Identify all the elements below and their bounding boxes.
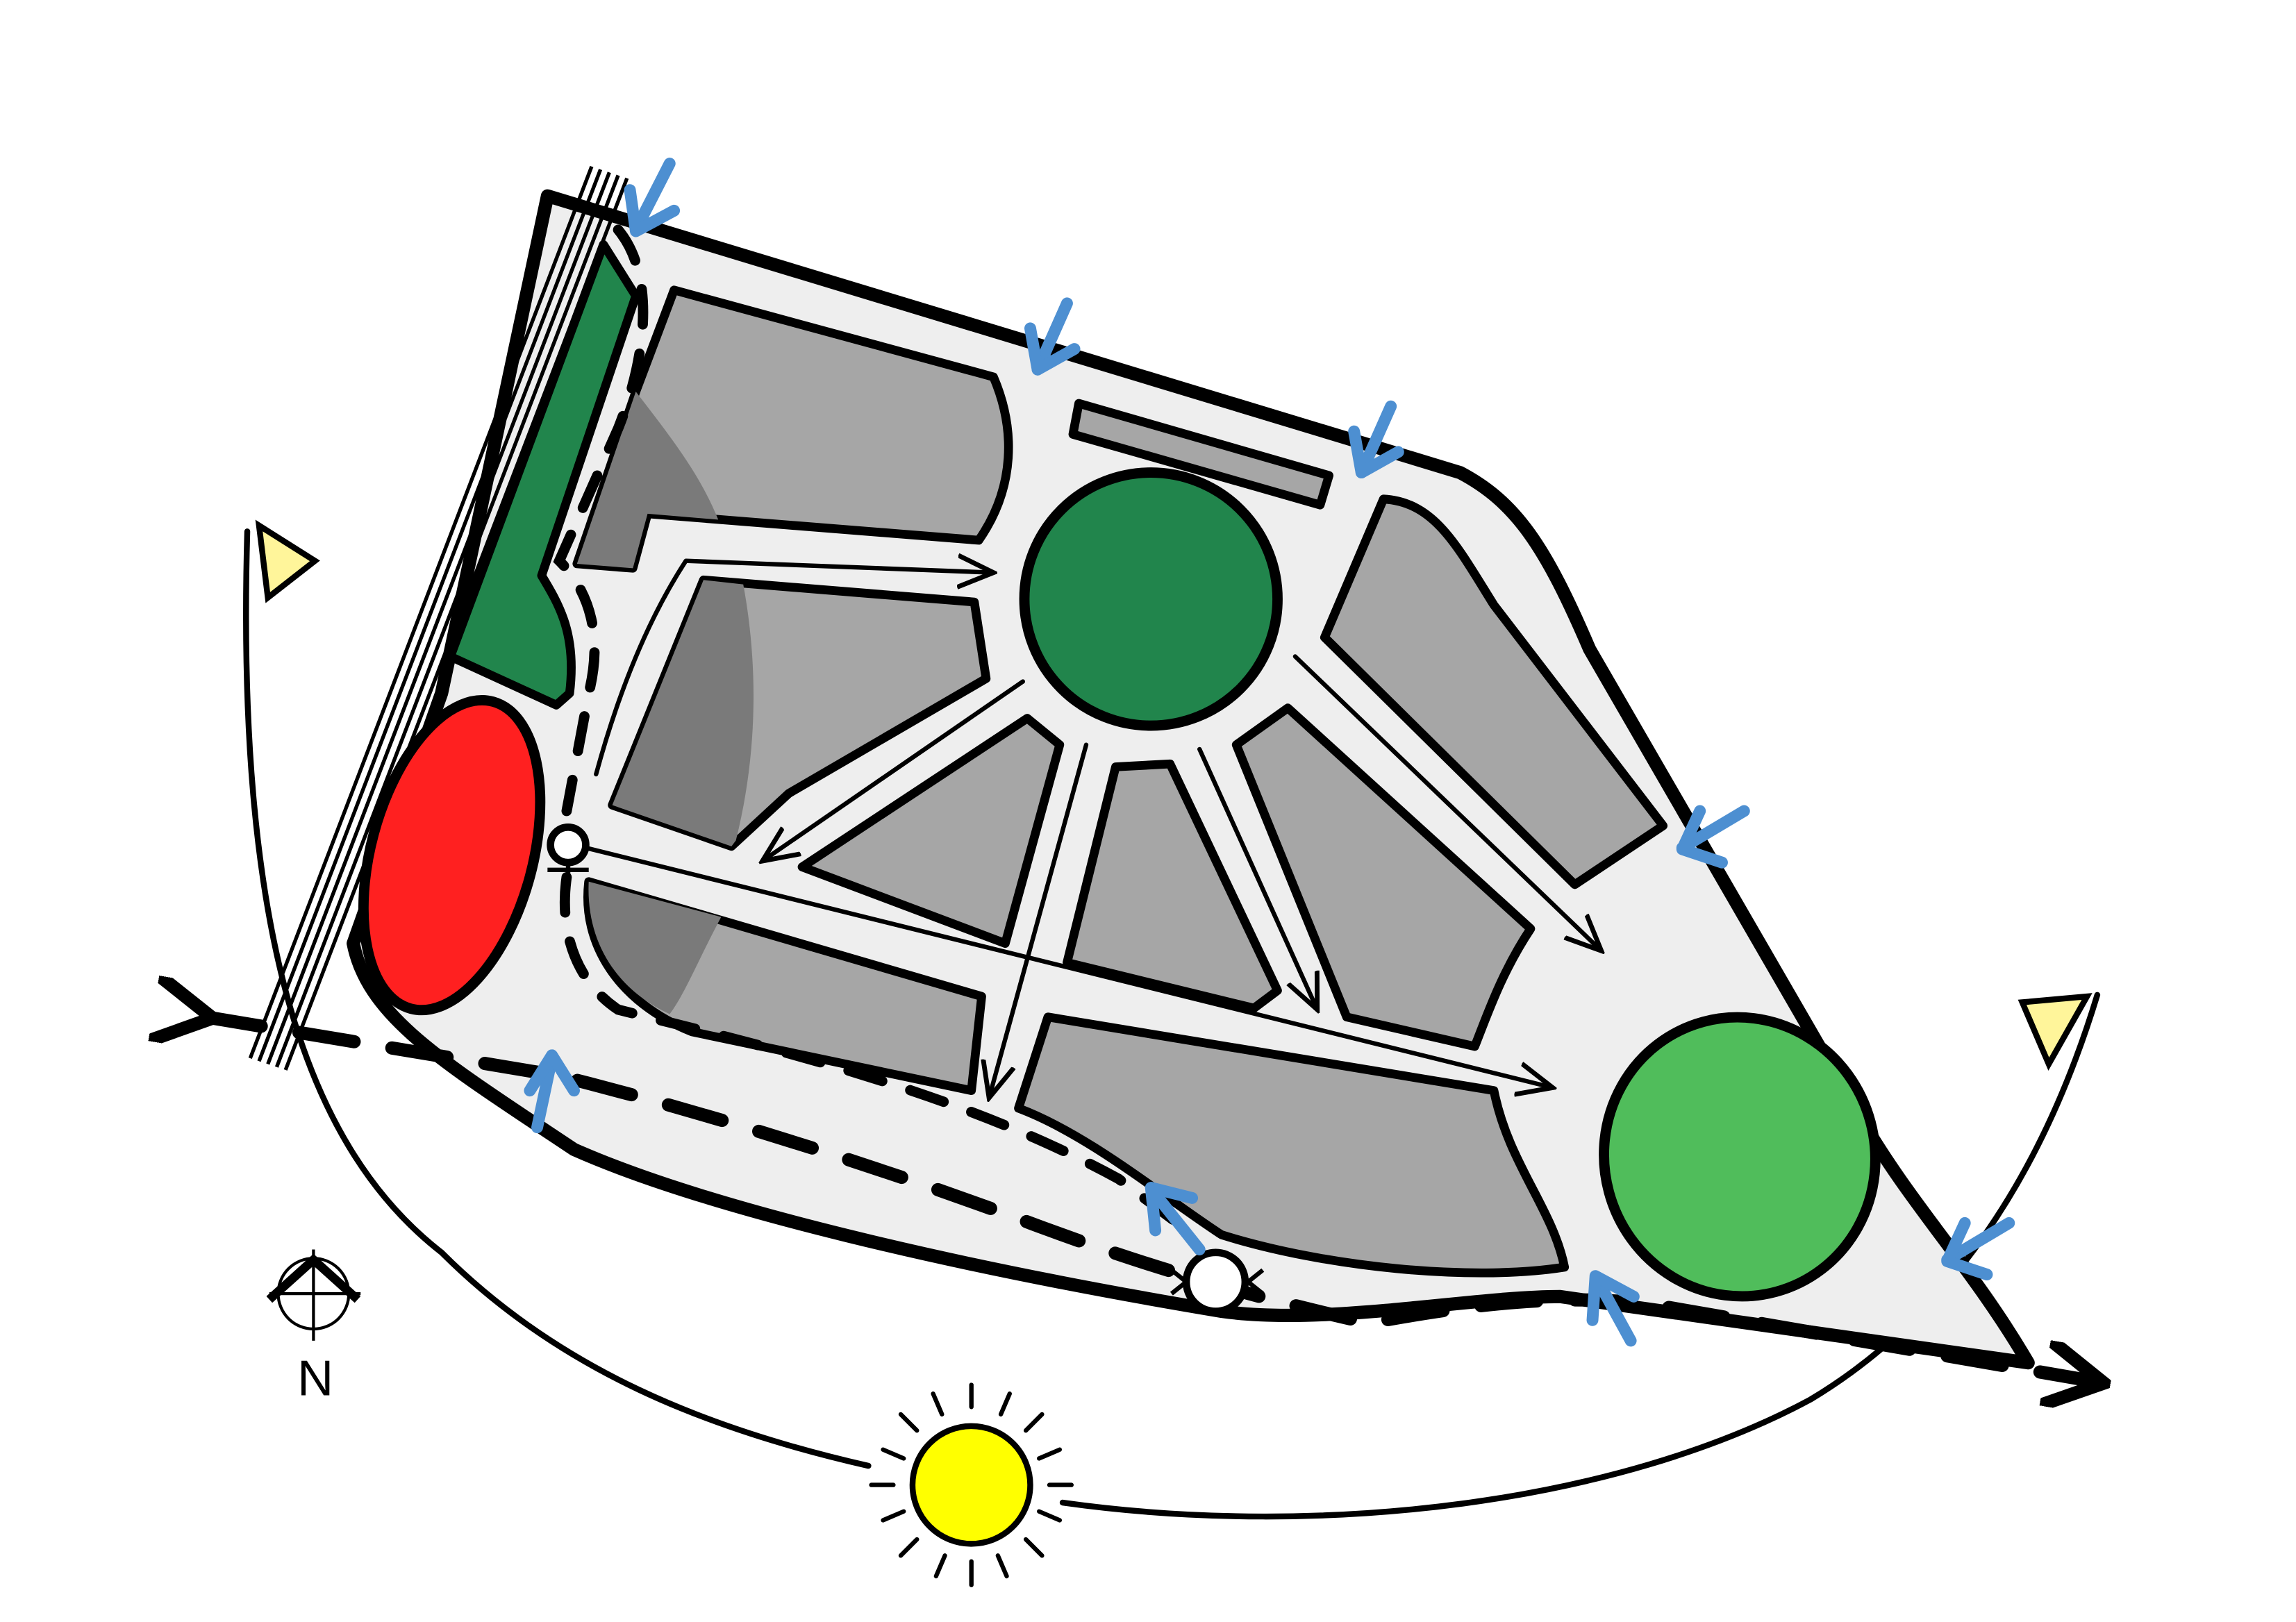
entry-arrows [524, 158, 2015, 1347]
route-arrow [594, 561, 993, 777]
entry-arrow-icon [524, 1049, 580, 1134]
transit-stop-south [1170, 1248, 1265, 1315]
transit-stop-west [547, 823, 590, 882]
entry-arrow-icon [1941, 1216, 2015, 1281]
entry-arrow-icon [1586, 1270, 1640, 1347]
entry-arrow-icon [1145, 1182, 1206, 1256]
main-road-dashed [206, 1017, 2097, 1382]
entry-arrow-icon [624, 158, 681, 237]
block-w-shadow [612, 580, 754, 846]
compass-icon: N [266, 1249, 361, 1406]
block-ne [1320, 494, 1668, 889]
wind-triangle-icon [2018, 993, 2093, 1071]
route-arrow [1197, 746, 1317, 1010]
compass-north-label: N [297, 1351, 333, 1406]
entry-arrow-icon [1024, 297, 1081, 376]
park-central-circle [1019, 467, 1283, 731]
route-arrow [763, 679, 1026, 862]
block-center [797, 714, 1065, 948]
wind-triangle-icon [255, 519, 320, 603]
transit-stop-icon [1182, 1248, 1249, 1315]
pedestrian-path-west [553, 224, 649, 817]
block-nw-shadow [576, 392, 719, 569]
entry-arrow-icon [1676, 805, 1750, 869]
route-arrow [1292, 654, 1602, 951]
transit-stop-icon [547, 823, 590, 867]
entry-arrow-icon [1348, 400, 1404, 479]
park-strip-west [446, 240, 640, 710]
block-strip [1068, 399, 1334, 510]
sun-icon [869, 1382, 1074, 1587]
